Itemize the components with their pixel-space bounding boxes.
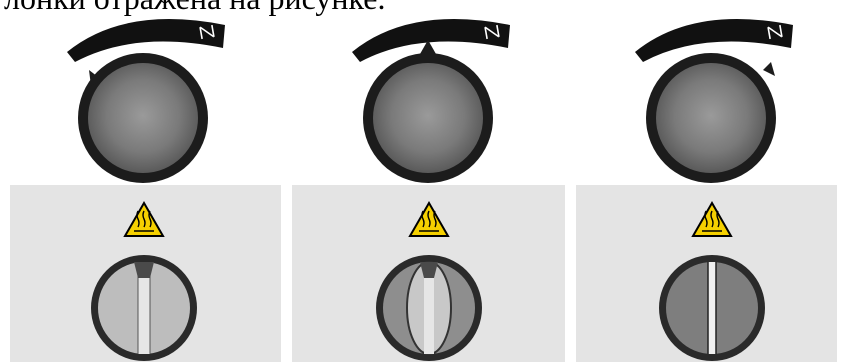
knob-face: [88, 63, 198, 173]
knob-face: [656, 63, 766, 173]
panel-3: [576, 185, 837, 362]
knob-group-2: [340, 0, 540, 185]
panel-2: [292, 185, 565, 362]
knob-face: [373, 63, 483, 173]
valve-dial: [659, 255, 765, 361]
panel-1: [10, 185, 281, 362]
knob-pointer: [763, 62, 775, 76]
valve-dial: [376, 255, 482, 361]
hot-surface-warning-icon: [125, 203, 163, 236]
hot-surface-warning-icon: [410, 203, 448, 236]
valve-dial: [91, 255, 197, 361]
hot-surface-warning-icon: [693, 203, 731, 236]
knob-group-1: [55, 0, 255, 185]
knob-group-3: [623, 0, 823, 185]
